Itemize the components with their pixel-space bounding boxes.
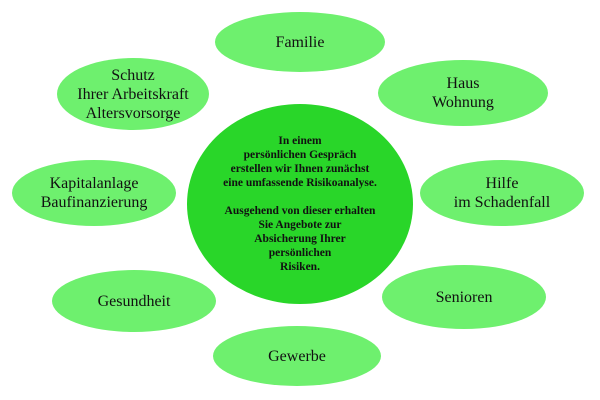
center-circle: In einem persönlichen Gespräch erstellen… [187,104,413,304]
node-hilfe-schadenfall: Hilfe im Schadenfall [420,160,584,226]
node-gewerbe: Gewerbe [213,326,381,386]
node-gesundheit: Gesundheit [52,270,216,332]
node-kapitalanlage-baufinanzierung: Kapitalanlage Baufinanzierung [12,160,176,226]
node-schutz-arbeitskraft-altersvorsorge: Schutz Ihrer Arbeitskraft Altersvorsorge [57,58,209,130]
center-text-analysis: In einem persönlichen Gespräch erstellen… [223,135,377,189]
center-text-offers: Ausgehend von dieser erhalten Sie Angebo… [224,205,376,273]
node-haus-wohnung: Haus Wohnung [378,60,548,126]
node-familie: Familie [215,12,385,72]
node-senioren: Senioren [382,265,546,329]
